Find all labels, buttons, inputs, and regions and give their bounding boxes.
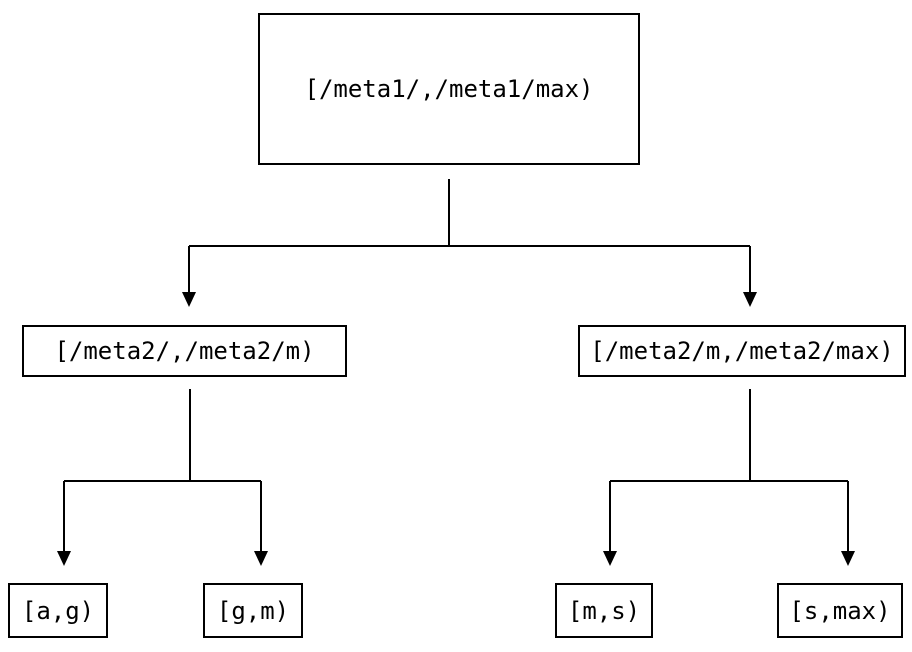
arrowhead-down-icon (254, 551, 268, 566)
node-leaf-ag-range: [a,g) (8, 583, 108, 638)
arrowhead-down-icon (182, 292, 196, 307)
node-label: [/meta2/,/meta2/m) (54, 337, 315, 365)
node-label: [m,s) (567, 596, 641, 625)
arrowhead-down-icon (743, 292, 757, 307)
node-meta2-low-range: [/meta2/,/meta2/m) (22, 325, 347, 377)
node-label: [s,max) (789, 596, 891, 625)
node-leaf-ms-range: [m,s) (555, 583, 653, 638)
node-leaf-smax-range: [s,max) (777, 583, 903, 638)
node-label: [/meta2/m,/meta2/max) (590, 337, 894, 365)
node-label: [g,m) (216, 596, 290, 625)
arrowhead-down-icon (603, 551, 617, 566)
arrowhead-down-icon (841, 551, 855, 566)
node-label: [a,g) (21, 596, 95, 625)
node-label: [/meta1/,/meta1/max) (304, 75, 594, 103)
node-root-range: [/meta1/,/meta1/max) (258, 13, 640, 165)
node-leaf-gm-range: [g,m) (203, 583, 303, 638)
arrowhead-down-icon (57, 551, 71, 566)
node-meta2-high-range: [/meta2/m,/meta2/max) (578, 325, 906, 377)
